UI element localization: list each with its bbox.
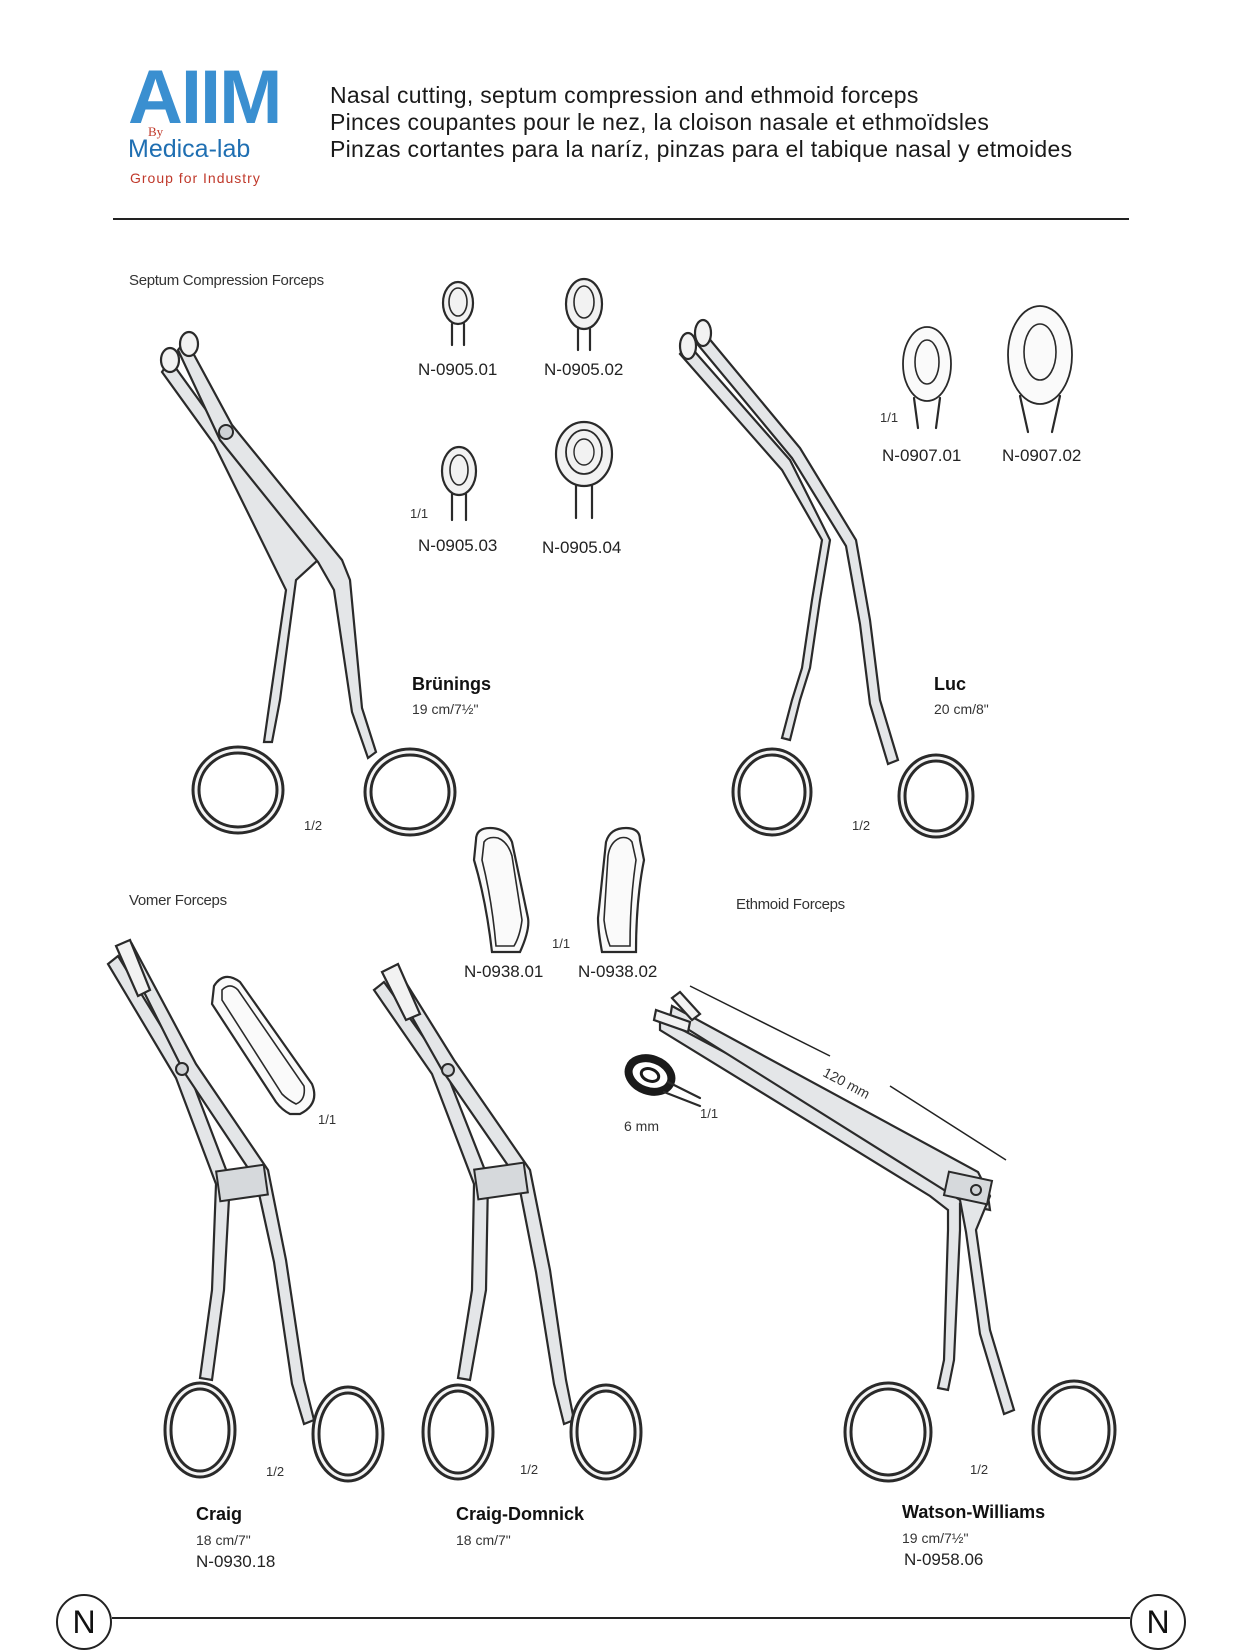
scale-ethmoid-tip: 1/1 <box>700 1106 719 1121</box>
scale-0905: 1/1 <box>410 506 429 521</box>
luc-forceps-drawing <box>678 318 975 839</box>
page-title-es: Pinzas cortantes para la naríz, pinzas p… <box>330 136 1073 162</box>
watson-williams-forceps-drawing <box>652 990 1117 1483</box>
instrument-name-luc: Luc <box>934 674 967 694</box>
instrument-code-watson-williams: N-0958.06 <box>904 1550 984 1569</box>
scale-craig: 1/2 <box>266 1464 285 1479</box>
dimension-line <box>689 985 1007 1161</box>
tip-drawings-0938 <box>472 826 646 954</box>
instrument-size-watson-williams: 19 cm/7½" <box>902 1530 969 1546</box>
instrument-name-brunings: Brünings <box>412 674 491 694</box>
brand-logo-by: By <box>148 124 164 139</box>
brand-logo-sub: Medica-lab <box>128 135 251 163</box>
ethmoid-tip-drawing <box>624 1054 702 1108</box>
instrument-name-watson-williams: Watson-Williams <box>902 1502 1046 1522</box>
header-divider <box>113 218 1129 220</box>
code-n-0905-03: N-0905.03 <box>418 536 498 555</box>
code-n-0907-02: N-0907.02 <box>1002 446 1082 465</box>
instrument-name-craig-domnick: Craig-Domnick <box>456 1504 585 1524</box>
brand-tagline: Group for Industry <box>130 170 261 186</box>
section-ethmoid: Ethmoid Forceps <box>736 896 845 913</box>
footer-divider <box>112 1617 1130 1619</box>
code-n-0905-02: N-0905.02 <box>544 360 624 379</box>
scale-luc: 1/2 <box>852 818 871 833</box>
instrument-size-craig: 18 cm/7" <box>196 1532 251 1548</box>
code-n-0907-01: N-0907.01 <box>882 446 962 465</box>
page-title-fr: Pinces coupantes pour le nez, la cloison… <box>330 109 990 135</box>
tip-drawings-0907 <box>902 305 1073 434</box>
scale-craig-domnick: 1/2 <box>520 1462 539 1477</box>
section-letter-right: N <box>1130 1594 1186 1650</box>
code-n-0905-04: N-0905.04 <box>542 538 622 557</box>
code-n-0938-01: N-0938.01 <box>464 962 544 981</box>
tip-drawings-0905 <box>440 277 614 522</box>
section-letter-left: N <box>56 1594 112 1650</box>
measure-width: 6 mm <box>624 1118 659 1134</box>
instrument-code-craig: N-0930.18 <box>196 1552 276 1571</box>
section-septum: Septum Compression Forceps <box>129 272 324 289</box>
scale-vomer-blade: 1/1 <box>318 1112 337 1127</box>
vomer-blade-drawing <box>210 975 316 1116</box>
scale-0938: 1/1 <box>552 936 571 951</box>
instrument-name-craig: Craig <box>196 1504 243 1524</box>
craig-domnick-forceps-drawing <box>372 962 643 1481</box>
instrument-size-luc: 20 cm/8" <box>934 701 989 717</box>
code-n-0938-02: N-0938.02 <box>578 962 658 981</box>
scale-brunings: 1/2 <box>304 818 323 833</box>
page-title-en: Nasal cutting, septum compression and et… <box>330 82 919 108</box>
brunings-forceps-drawing <box>159 330 457 837</box>
instrument-size-craig-domnick: 18 cm/7" <box>456 1532 511 1548</box>
scale-0907: 1/1 <box>880 410 899 425</box>
scale-watson-williams: 1/2 <box>970 1462 989 1477</box>
section-vomer: Vomer Forceps <box>129 892 227 909</box>
craig-forceps-drawing <box>106 938 385 1483</box>
code-n-0905-01: N-0905.01 <box>418 360 498 379</box>
instrument-size-brunings: 19 cm/7½" <box>412 701 479 717</box>
brand-logo: AIIM <box>128 55 282 140</box>
